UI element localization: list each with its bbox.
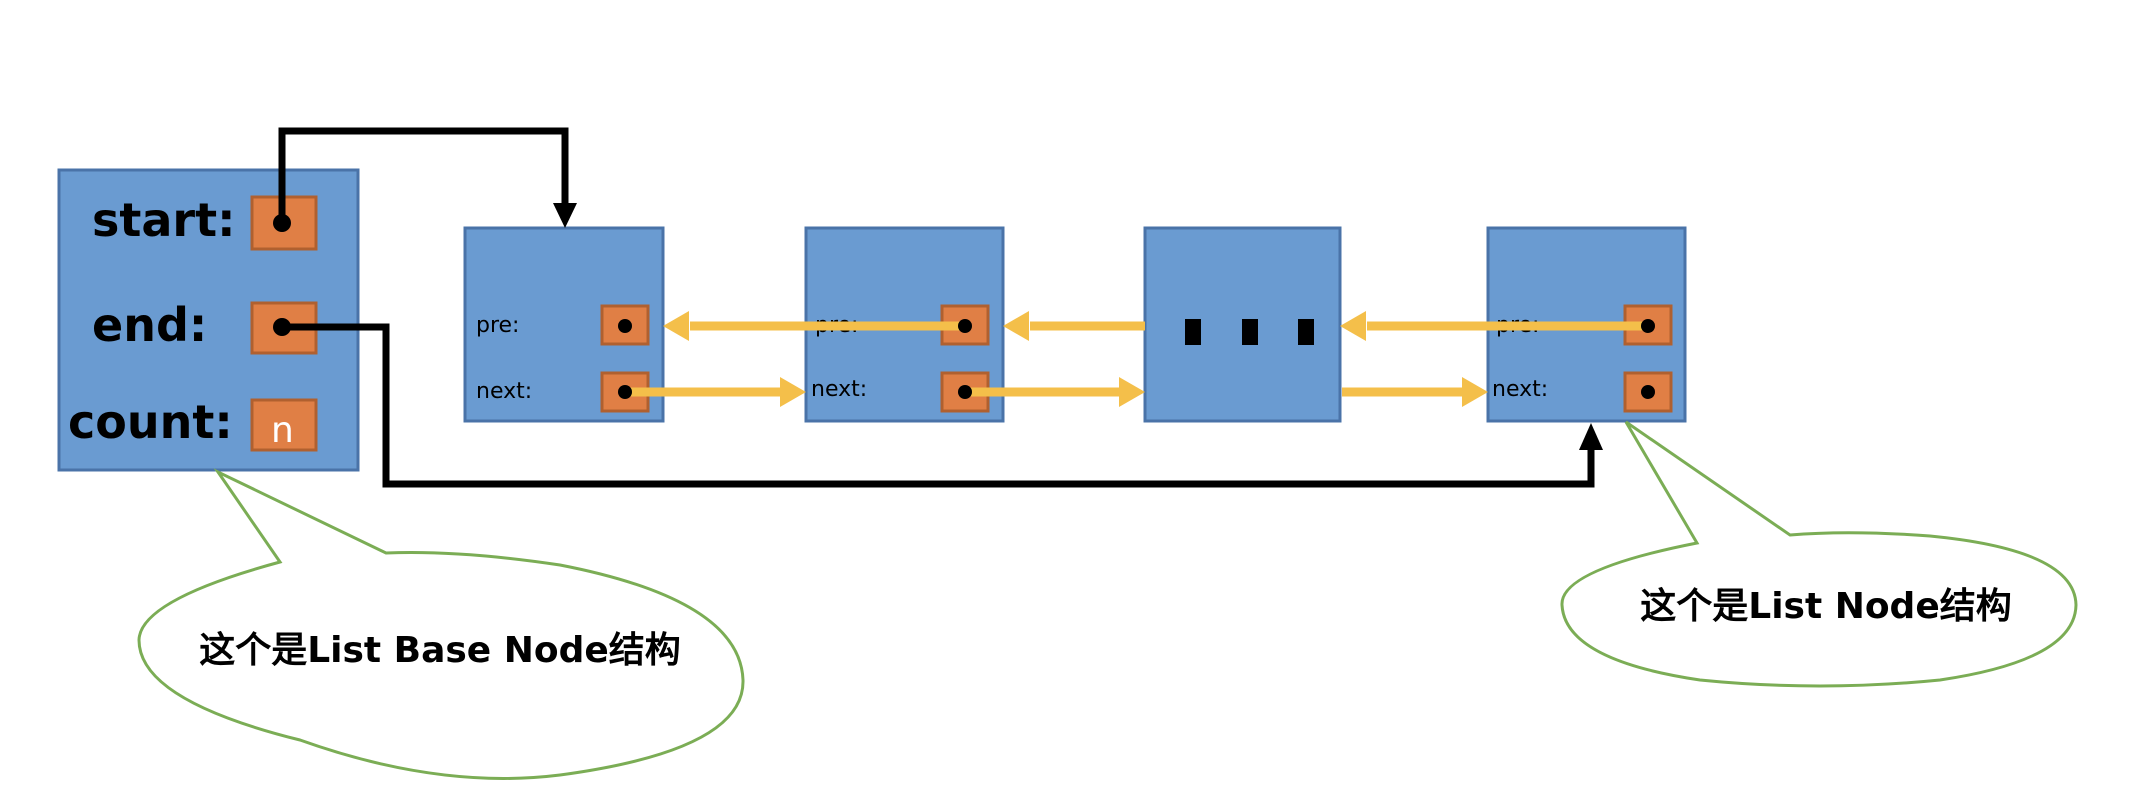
list-node-ellipsis xyxy=(1143,226,1342,423)
list-base-node: start: end: count: n xyxy=(57,168,360,472)
arrowhead-down-icon xyxy=(553,203,577,228)
end-pointer-arrow xyxy=(282,323,1603,488)
callout-base-node: 这个是List Base Node结构 xyxy=(137,468,745,780)
count-slot xyxy=(250,398,318,452)
callout-base-text: 这个是List Base Node结构 xyxy=(199,630,681,671)
callout-node-text: 这个是List Node结构 xyxy=(1640,586,2012,627)
dot xyxy=(618,385,632,399)
arrowhead-up-icon xyxy=(1579,423,1603,450)
next-label: next: xyxy=(811,377,867,402)
count-value: n xyxy=(271,410,294,451)
pointer-dots xyxy=(273,214,1655,399)
next-label: next: xyxy=(476,379,532,404)
start-pointer-arrow xyxy=(278,127,577,228)
end-label: end: xyxy=(92,298,207,352)
next-slot xyxy=(1623,371,1673,413)
start-label: start: xyxy=(92,193,235,247)
pre-label: pre: xyxy=(476,313,519,338)
next-label: next: xyxy=(1492,377,1548,402)
arrowhead-icon xyxy=(1003,311,1029,341)
dot xyxy=(1641,385,1655,399)
pre-links xyxy=(663,311,1648,341)
arrowhead-icon xyxy=(1462,377,1488,407)
dot xyxy=(958,385,972,399)
ellipsis-dot xyxy=(1242,319,1258,345)
dot xyxy=(618,319,632,333)
arrowhead-icon xyxy=(1119,377,1145,407)
count-label: count: xyxy=(68,395,233,449)
ellipsis-dot xyxy=(1298,319,1314,345)
next-links xyxy=(625,377,1488,407)
dot xyxy=(958,319,972,333)
callout-list-node: 这个是List Node结构 xyxy=(1560,420,2078,688)
ellipsis-dot xyxy=(1185,319,1201,345)
arrowhead-icon xyxy=(1340,311,1366,341)
dot xyxy=(1641,319,1655,333)
arrowhead-icon xyxy=(663,311,689,341)
arrowhead-icon xyxy=(780,377,806,407)
